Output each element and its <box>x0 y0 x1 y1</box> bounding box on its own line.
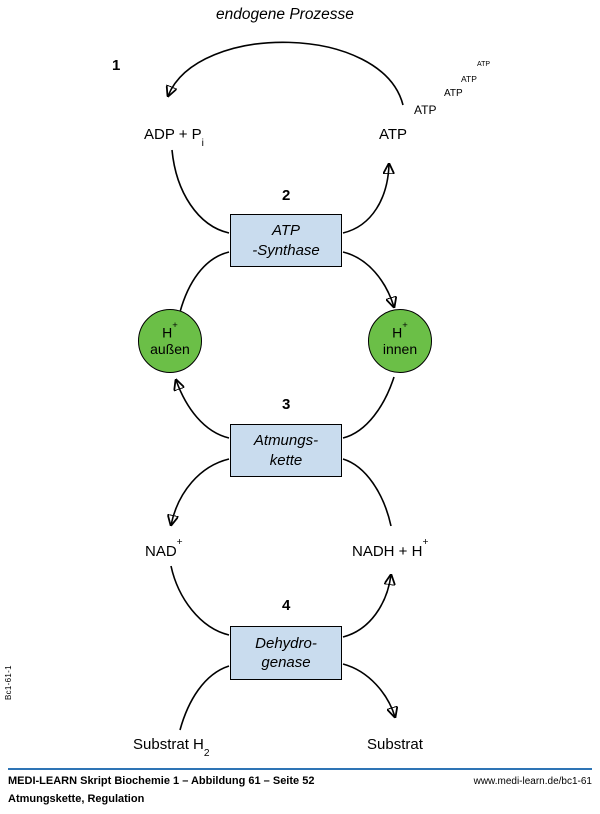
label-substrate-h2: Substrat H2 <box>133 736 210 759</box>
proton-pool-outside-symbol: H+ <box>162 320 178 341</box>
atp-cascade-1: ATP <box>414 103 437 117</box>
proton-pool-inside-superscript: + <box>402 319 408 331</box>
footer-row: MEDI-LEARN Skript Biochemie 1 – Abbildun… <box>8 775 592 787</box>
box-dehydrogenase-line2: genase <box>261 654 311 671</box>
atp-cascade-3: ATP <box>461 74 477 84</box>
step-number-2: 2 <box>282 187 291 204</box>
box-atp-synthase: ATP -Synthase <box>230 214 342 267</box>
flow-substrate-h2-to-dehydrogenase <box>179 665 230 731</box>
figure-code-vertical: Bc1-61-1 <box>4 665 13 700</box>
label-substrate-h2-base: Substrat H <box>133 736 204 753</box>
proton-pool-outside-label: außen <box>150 341 190 358</box>
flow-nadh-to-atmungskette <box>342 458 392 527</box>
label-nadh-base: NADH + H <box>352 543 423 560</box>
label-adp-base: ADP + P <box>144 126 202 143</box>
proton-pool-outside-base: H <box>162 324 173 341</box>
box-atmungskette: Atmungs- kette <box>230 424 342 477</box>
proton-pool-inside-base: H <box>392 324 403 341</box>
step-number-3: 3 <box>282 396 291 413</box>
label-nad-base: NAD <box>145 543 177 560</box>
label-substrate-h2-subscript: 2 <box>203 747 210 759</box>
step-number-1: 1 <box>112 57 121 74</box>
box-dehydrogenase: Dehydro- genase <box>230 626 342 680</box>
endogenous-process-label: endogene Prozesse <box>216 6 354 23</box>
box-atmungskette-line1: Atmungs- <box>253 432 319 450</box>
label-nad-superscript: + <box>176 537 183 549</box>
label-nadh-superscript: + <box>422 537 429 549</box>
flow-h-out-to-atp-synthase <box>179 251 230 313</box>
box-atp-synthase-line1: ATP <box>271 222 301 240</box>
label-adp-subscript: i <box>201 137 204 149</box>
label-adp-pi: ADP + Pi <box>144 126 204 149</box>
proton-pool-inside: H+ innen <box>368 309 432 373</box>
proton-pool-inside-label: innen <box>382 341 418 358</box>
flow-nad-to-dehydrogenase <box>170 565 230 636</box>
flow-adp-to-atp-synthase <box>171 149 230 234</box>
box-atp-synthase-line2: -Synthase <box>252 241 320 259</box>
proton-pool-outside: H+ außen <box>138 309 202 373</box>
label-nadh: NADH + H+ <box>352 537 428 560</box>
arrow-atp-synthase-to-atp <box>342 164 389 234</box>
box-dehydrogenase-line1: Dehydro- <box>255 634 317 652</box>
flow-h-in-to-atmungskette <box>342 376 395 439</box>
arrow-dehydrogenase-to-nadh <box>342 575 391 638</box>
footer-caption: Atmungskette, Regulation <box>8 793 145 805</box>
arrow-atmungskette-to-h-out <box>176 380 230 439</box>
footer-source-text: MEDI-LEARN Skript Biochemie 1 – Abbildun… <box>8 775 315 787</box>
label-atp: ATP <box>379 126 408 143</box>
footer-divider-rule <box>8 768 592 770</box>
label-substrate: Substrat <box>367 736 423 753</box>
atp-cascade-2: ATP <box>444 88 463 99</box>
arrow-atp-to-adp-endogenous <box>168 41 404 106</box>
step-number-4: 4 <box>282 597 291 614</box>
atp-cascade-4: ATP <box>477 61 491 68</box>
arrow-atmungskette-to-nad <box>171 458 230 525</box>
box-atmungskette-line2: kette <box>269 451 303 469</box>
footer-website-link[interactable]: www.medi-learn.de/bc1-61 <box>473 776 592 787</box>
label-nad: NAD+ <box>145 537 183 560</box>
proton-pool-outside-superscript: + <box>172 319 178 331</box>
arrow-dehydrogenase-to-substrate <box>342 663 395 717</box>
proton-pool-inside-symbol: H+ <box>392 320 408 341</box>
arrow-atp-synthase-to-h-in <box>342 251 394 307</box>
